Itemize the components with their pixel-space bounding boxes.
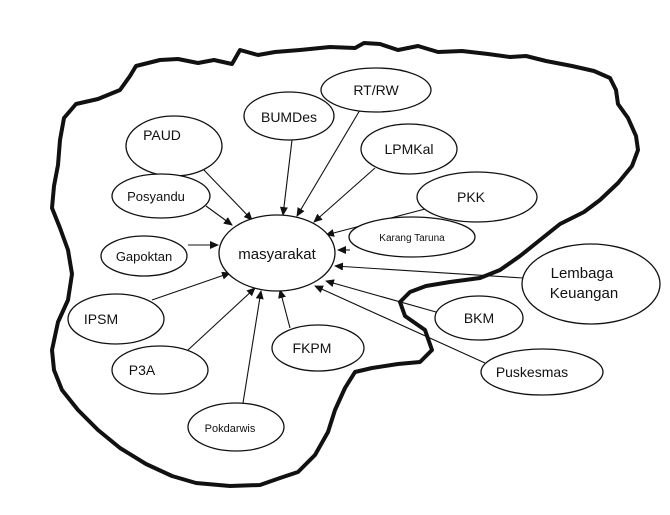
arrow-from-p3a <box>187 287 256 351</box>
center-node-ellipse <box>218 214 336 292</box>
node-gapoktan: Gapoktan <box>100 235 188 277</box>
node-paud-ellipse <box>125 115 223 177</box>
arrow-from-bumdes <box>279 139 293 216</box>
arrows <box>151 109 524 404</box>
node-gapoktan-ellipse <box>100 235 188 277</box>
node-lembaga-keuangan-ellipse <box>521 243 661 325</box>
node-fkpm: FKPM <box>271 324 365 372</box>
node-fkpm-ellipse <box>271 324 365 372</box>
node-lembaga-keuangan-label: Lembaga Keuangan <box>550 265 618 302</box>
node-puskesmas: Puskesmas <box>480 348 604 396</box>
node-karang-taruna-label: Karang Taruna <box>379 233 445 244</box>
node-pkk-label: PKK <box>457 189 486 205</box>
node-ipsm: IPSM <box>67 293 165 345</box>
arrow-from-posyandu <box>205 205 233 226</box>
arrow-from-lembaga-keuangan <box>334 262 524 279</box>
node-ipsm-label: IPSM <box>84 311 118 327</box>
arrow-from-puskesmas <box>314 285 486 364</box>
node-karang-taruna-ellipse <box>348 216 476 258</box>
node-rt-rw-label: RT/RW <box>353 82 399 98</box>
arrow-from-pokdarwis <box>242 290 264 404</box>
arrow-from-rt-rw <box>296 109 361 217</box>
center-node-label: masyarakat <box>238 246 316 263</box>
node-fkpm-label: FKPM <box>293 340 332 356</box>
node-bumdes-ellipse <box>243 91 335 141</box>
node-bumdes: BUMDes <box>243 91 335 141</box>
node-lembaga-keuangan: Lembaga Keuangan <box>521 243 661 325</box>
node-posyandu-label: Posyandu <box>127 189 185 204</box>
center-node: masyarakat <box>218 214 336 292</box>
node-karang-taruna: Karang Taruna <box>348 216 476 258</box>
arrow-from-paud <box>201 167 253 221</box>
node-rt-rw: RT/RW <box>320 67 432 113</box>
node-bkm-ellipse <box>434 295 524 341</box>
node-puskesmas-ellipse <box>480 348 604 396</box>
node-p3a: P3A <box>111 345 209 395</box>
node-pkk-ellipse <box>416 171 538 223</box>
arrow-from-ipsm <box>151 271 231 301</box>
node-lpmkal-label: LPMKal <box>384 141 433 157</box>
node-paud: PAUD <box>125 115 223 177</box>
node-pokdarwis-label: Pokdarwis <box>205 423 256 435</box>
node-paud-label: PAUD <box>143 127 181 143</box>
region-boundary <box>50 41 640 488</box>
node-bkm-label: BKM <box>464 310 494 326</box>
node-bkm: BKM <box>434 295 524 341</box>
node-p3a-label: P3A <box>129 362 156 378</box>
node-gapoktan-label: Gapoktan <box>116 249 172 264</box>
node-p3a-ellipse <box>111 345 209 395</box>
node-pokdarwis: Pokdarwis <box>187 402 285 452</box>
node-lpmkal: LPMKal <box>360 123 458 175</box>
node-rt-rw-ellipse <box>320 67 432 113</box>
node-posyandu-ellipse <box>111 173 211 219</box>
arrow-from-bkm <box>325 279 437 313</box>
node-bumdes-label: BUMDes <box>261 109 317 125</box>
node-lpmkal-ellipse <box>360 123 458 175</box>
node-pokdarwis-ellipse <box>187 402 285 452</box>
node-puskesmas-label: Puskesmas <box>496 364 568 380</box>
node-pkk: PKK <box>416 171 538 223</box>
node-ipsm-ellipse <box>67 293 165 345</box>
arrow-from-lpmkal <box>313 167 376 223</box>
node-posyandu: Posyandu <box>111 173 211 219</box>
arrow-from-fkpm <box>278 289 291 329</box>
